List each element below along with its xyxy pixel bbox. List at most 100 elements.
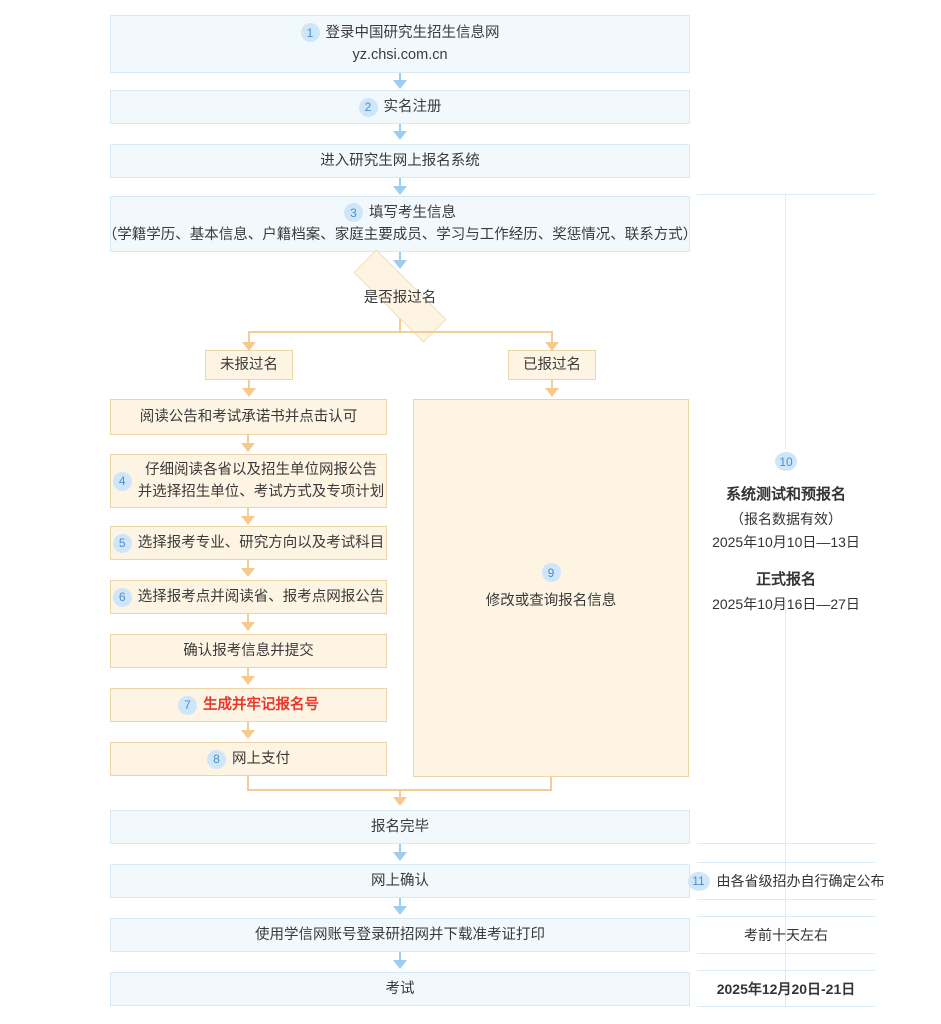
node-step-1-line1: 登录中国研究生招生信息网 <box>325 24 500 41</box>
connector-left-3-4 <box>247 614 249 625</box>
connector-decision-stem <box>399 319 401 332</box>
node-left-step-4-line-0: 仔细阅读各省以及招生单位网报公告 <box>145 461 377 478</box>
node-left-step-6[interactable]: 6 选择报考点并阅读省、报考点网报公告 <box>110 580 387 614</box>
timeline-rule-r2-top <box>697 916 875 917</box>
connector-enter-to-3 <box>399 178 401 190</box>
timeline-pre-registration-note: （报名数据有效） <box>730 510 842 527</box>
connector-branch-right-down <box>551 380 553 391</box>
step-number-badge-7: 7 <box>178 695 197 715</box>
connector-merge-down <box>399 789 401 800</box>
step-number-badge-8: 8 <box>207 749 226 769</box>
connector-branch-left-down <box>248 380 250 391</box>
arrowhead-decision-left <box>242 342 256 351</box>
arrowhead-branch-left-down <box>242 388 256 397</box>
node-step-3[interactable]: 3 填写考生信息 （学籍学历、基本信息、户籍档案、家庭主要成员、学习与工作经历、… <box>103 196 697 252</box>
node-branch-already-registered[interactable]: 已报过名 <box>508 350 596 380</box>
node-left-step-read-notice[interactable]: 阅读公告和考试承诺书并点击认可 <box>110 399 387 435</box>
timeline-rule-r0-top <box>697 843 875 844</box>
timeline-row-2-label: 2025年12月20日-21日 <box>716 981 856 997</box>
arrowhead-left-4-5 <box>241 676 255 685</box>
node-exam[interactable]: 考试 <box>110 972 690 1006</box>
node-registration-complete[interactable]: 报名完毕 <box>110 810 690 844</box>
timeline-row-2: 2025年12月20日-21日 <box>697 979 875 999</box>
connector-3-to-decision <box>399 252 401 264</box>
node-online-confirmation-label: 网上确认 <box>371 872 429 889</box>
node-branch-not-registered[interactable]: 未报过名 <box>205 350 293 380</box>
connector-decision-left-drop <box>248 331 250 345</box>
node-left-step-5-row: 5 选择报考专业、研究方向以及考试科目 <box>112 532 384 554</box>
timeline-rule-top <box>697 194 875 195</box>
timeline-rule-r1-top <box>697 862 875 863</box>
timeline-rule-r3-top <box>697 970 875 971</box>
node-left-step-5[interactable]: 5 选择报考专业、研究方向以及考试科目 <box>110 526 387 560</box>
timeline-rule-r2-bottom <box>697 953 875 954</box>
node-left-step-7[interactable]: 7 生成并牢记报名号 <box>110 688 387 722</box>
connector-decision-bar <box>248 331 553 333</box>
node-step-2-row: 2 实名注册 <box>358 96 442 118</box>
node-step-1[interactable]: 1 登录中国研究生招生信息网 yz.chsi.com.cn <box>110 15 690 73</box>
timeline-formal-registration-date: 2025年10月16日—27日 <box>712 595 860 612</box>
step-number-badge-3: 3 <box>344 203 363 223</box>
node-left-step-6-row: 6 选择报考点并阅读省、报考点网报公告 <box>112 586 385 608</box>
arrowhead-2-to-3 <box>393 131 407 140</box>
timeline-rule-r1-bottom <box>697 899 875 900</box>
node-step-3-line2: （学籍学历、基本信息、户籍档案、家庭主要成员、学习与工作经历、奖惩情况、联系方式… <box>102 227 698 243</box>
node-step-2-label: 实名注册 <box>383 98 442 115</box>
arrowhead-3-to-decision <box>393 260 407 269</box>
arrowhead-branch-right-down <box>545 388 559 397</box>
node-decision-label: 是否报过名 <box>363 289 437 306</box>
step-number-badge-4: 4 <box>112 471 132 491</box>
node-branch-not-registered-label: 未报过名 <box>220 356 278 373</box>
timeline-formal-registration-title: 正式报名 <box>755 571 816 589</box>
connector-left-0-1 <box>247 435 249 446</box>
node-branch-already-registered-label: 已报过名 <box>523 356 581 373</box>
connector-decision-right-drop <box>551 331 553 345</box>
arrowhead-decision-right <box>545 342 559 351</box>
step-number-badge-5: 5 <box>112 533 132 553</box>
node-online-confirmation[interactable]: 网上确认 <box>110 864 690 898</box>
step-number-badge-9: 9 <box>541 563 561 583</box>
node-step-3-line1: 填写考生信息 <box>369 204 456 221</box>
timeline-row-1: 考前十天左右 <box>697 925 875 945</box>
step-number-badge-1: 1 <box>300 23 320 43</box>
step-number-badge-2: 2 <box>358 97 378 117</box>
node-left-step-8[interactable]: 8 网上支付 <box>110 742 387 776</box>
connector-tail-0-1 <box>399 844 401 855</box>
arrowhead-left-5-6 <box>241 730 255 739</box>
node-step-1-primary-row: 1 登录中国研究生招生信息网 <box>300 22 500 44</box>
connector-merge-right-stem <box>550 777 552 790</box>
node-registration-complete-label: 报名完毕 <box>371 818 429 835</box>
connector-left-4-5 <box>247 668 249 679</box>
node-left-step-confirm-submit[interactable]: 确认报考信息并提交 <box>110 634 387 668</box>
node-step-2[interactable]: 2 实名注册 <box>110 90 690 124</box>
connector-tail-2-3 <box>399 952 401 963</box>
node-left-step-read-notice-line-0: 阅读公告和考试承诺书并点击认可 <box>139 408 358 425</box>
connector-left-2-3 <box>247 560 249 571</box>
node-left-step-4[interactable]: 4 仔细阅读各省以及招生单位网报公告 并选择招生单位、考试方式及专项计划 <box>110 454 387 508</box>
node-left-step-6-line-0: 选择报考点并阅读省、报考点网报公告 <box>137 588 385 605</box>
timeline-row-1-label: 考前十天左右 <box>744 927 828 943</box>
node-download-admission-ticket-label: 使用学信网账号登录研招网并下载准考证打印 <box>255 926 545 943</box>
node-left-step-8-row: 8 网上支付 <box>207 748 290 770</box>
timeline-vertical-upper <box>785 194 786 449</box>
arrowhead-enter-to-3 <box>393 186 407 195</box>
node-enter-system-label: 进入研究生网上报名系统 <box>320 152 480 169</box>
node-enter-system[interactable]: 进入研究生网上报名系统 <box>110 144 690 178</box>
timeline-rule-r3-bottom <box>697 1006 875 1007</box>
node-step-1-line2: yz.chsi.com.cn <box>352 47 448 63</box>
node-left-step-8-line-0: 网上支付 <box>232 750 290 767</box>
timeline-row-0: 11 由各省级招办自行确定公布 <box>687 871 885 891</box>
node-download-admission-ticket[interactable]: 使用学信网账号登录研招网并下载准考证打印 <box>110 918 690 952</box>
timeline-registration-block: 系统测试和预报名 （报名数据有效） 2025年10月10日—13日 正式报名 2… <box>660 482 912 616</box>
arrowhead-left-1-2 <box>241 516 255 525</box>
node-left-step-7-line-0: 生成并牢记报名号 <box>203 696 319 713</box>
connector-2-to-3 <box>399 124 401 134</box>
node-step-9-modify-or-query[interactable]: 9 修改或查询报名信息 <box>413 399 689 777</box>
connector-left-1-2 <box>247 508 249 519</box>
connector-left-5-6 <box>247 722 249 733</box>
timeline-pre-registration-date: 2025年10月10日—13日 <box>712 534 860 551</box>
node-decision-registered-before[interactable]: 是否报过名 <box>330 249 470 343</box>
arrowhead-left-2-3 <box>241 568 255 577</box>
node-step-3-primary-row: 3 填写考生信息 <box>344 202 456 224</box>
arrowhead-tail-1-2 <box>393 906 407 915</box>
